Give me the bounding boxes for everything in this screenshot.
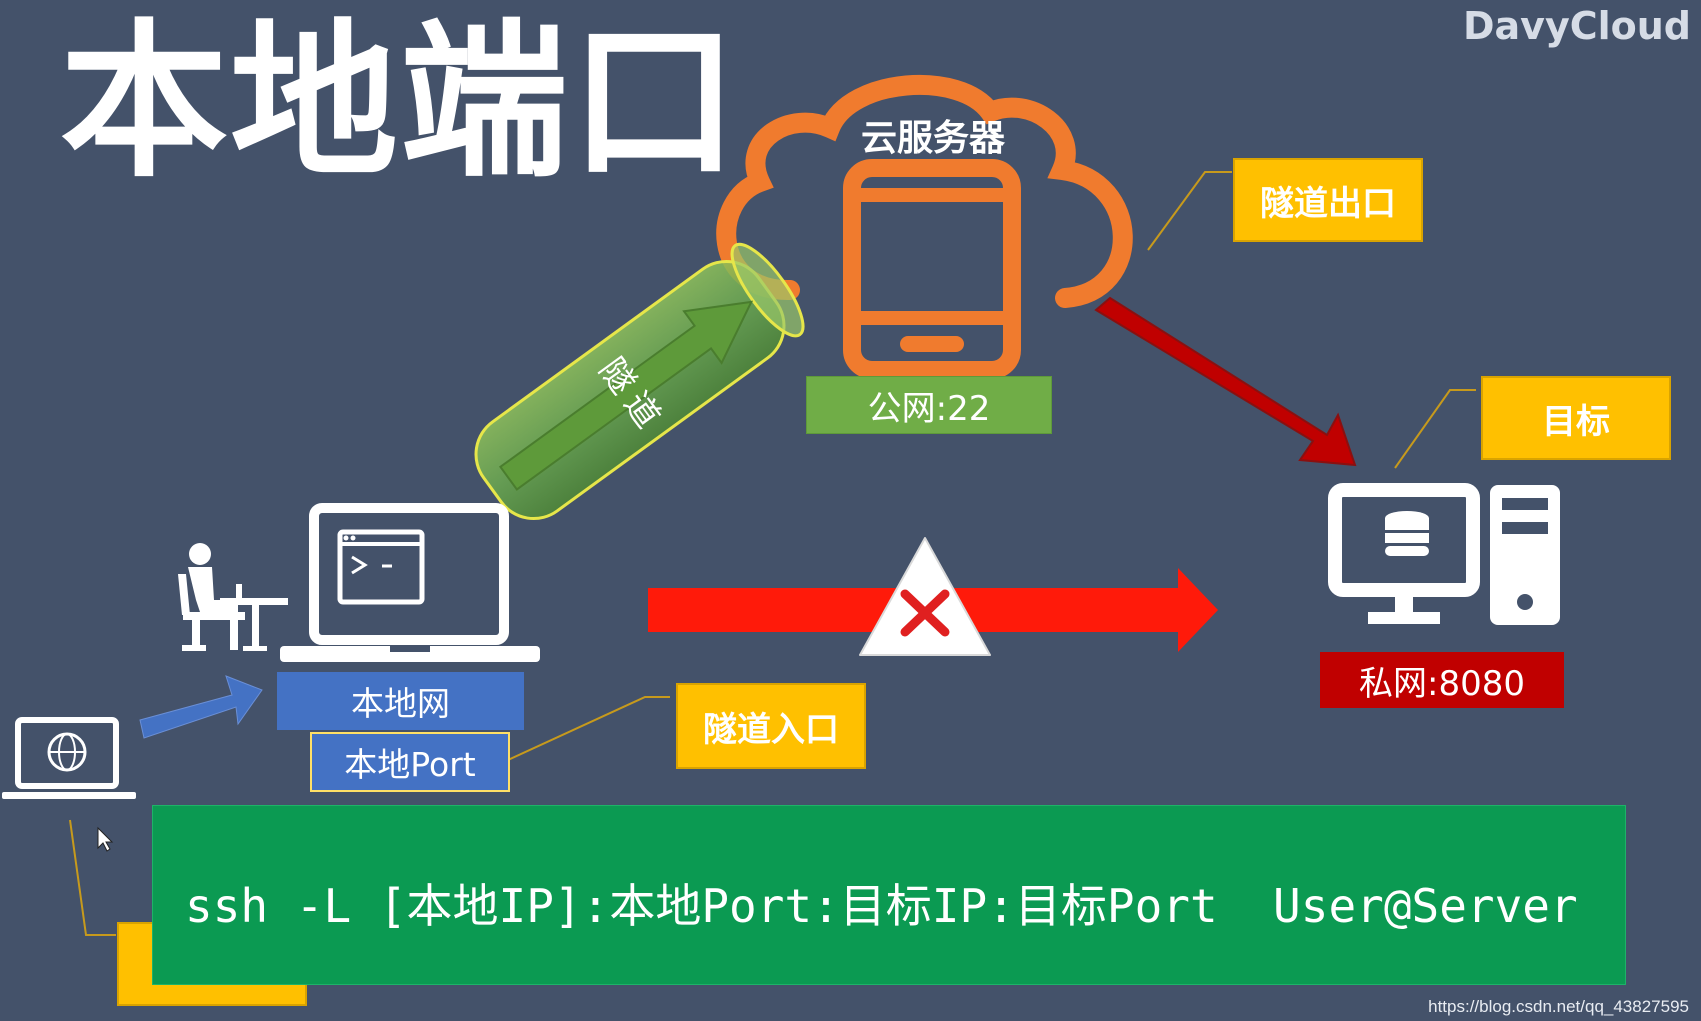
source-url: https://blog.csdn.net/qq_43827595 bbox=[1428, 997, 1689, 1016]
local-port-label: 本地Port bbox=[310, 732, 510, 792]
callout-leaders bbox=[69, 171, 1476, 936]
local-network-label: 本地网 bbox=[277, 672, 524, 730]
tunnel-entry-callout: 隧道入口 bbox=[676, 683, 866, 769]
command-bar: ssh -L [本地IP]:本地Port:目标IP:目标Port User@Se… bbox=[152, 805, 1626, 985]
desktop-database-icon bbox=[1328, 483, 1560, 625]
ssh-command: ssh -L [本地IP]:本地Port:目标IP:目标Port User@Se… bbox=[185, 879, 1578, 933]
exit-arrow bbox=[1094, 296, 1357, 467]
person-at-desk-icon bbox=[178, 543, 288, 651]
laptop-terminal-icon bbox=[280, 503, 540, 662]
laptop-globe-icon bbox=[2, 717, 136, 799]
page-title: 本地端口 bbox=[60, 4, 740, 200]
client-arrow bbox=[139, 675, 263, 739]
target-callout: 目标 bbox=[1481, 376, 1671, 460]
server-label: 云服务器 bbox=[860, 118, 1005, 159]
tunnel-exit-callout: 隧道出口 bbox=[1233, 158, 1423, 242]
private-port-label: 私网:8080 bbox=[1320, 652, 1564, 708]
public-port-label: 公网:22 bbox=[806, 376, 1052, 434]
cloud-icon bbox=[716, 75, 1133, 308]
phone-server-icon bbox=[843, 159, 1021, 379]
watermark: DavyCloud bbox=[1463, 4, 1691, 48]
warning-x-icon bbox=[859, 537, 991, 656]
mouse-cursor-icon bbox=[97, 826, 114, 852]
tunnel-tube bbox=[474, 242, 805, 521]
